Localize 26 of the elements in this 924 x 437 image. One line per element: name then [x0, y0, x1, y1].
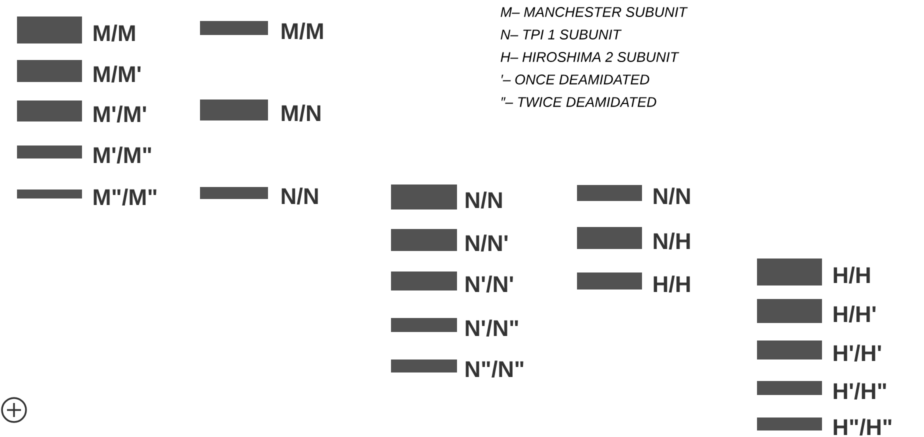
- band-label: M/M': [94, 66, 141, 82]
- legend-text: H– HIROSHIMA 2 SUBUNIT: [500, 52, 680, 62]
- band-label: N/N: [654, 188, 690, 204]
- band-label: H'/H': [834, 344, 881, 362]
- legend-text: N– TPI 1 SUBUNIT: [500, 30, 622, 40]
- band-label: M'/M': [94, 106, 146, 122]
- band-label: H"/H": [834, 418, 892, 436]
- band-label: N/H: [654, 232, 690, 250]
- band-label: N'/N': [466, 276, 513, 292]
- band-label: M'/M": [94, 146, 151, 164]
- band-label: H/H: [834, 266, 870, 284]
- band-label: H'/H": [834, 382, 886, 400]
- band-label: N'/N": [466, 320, 518, 336]
- band-label: M/N: [282, 104, 320, 122]
- legend-text: M– MANCHESTER SUBUNIT: [500, 7, 688, 17]
- band-label: M/M: [282, 22, 323, 40]
- band-label: N"/N": [466, 360, 524, 378]
- band-label: N/N: [466, 192, 502, 208]
- legend-text: ″– TWICE DEAMIDATED: [502, 97, 656, 107]
- band-label: H/H: [654, 276, 690, 292]
- band-label: N/N: [282, 188, 318, 204]
- band-label: H/H': [834, 306, 876, 322]
- band-label: M"/M": [94, 188, 156, 206]
- band-label: M/M: [94, 24, 135, 42]
- legend-text: ′– ONCE DEAMIDATED: [502, 74, 650, 84]
- band-label: N/N': [466, 234, 508, 252]
